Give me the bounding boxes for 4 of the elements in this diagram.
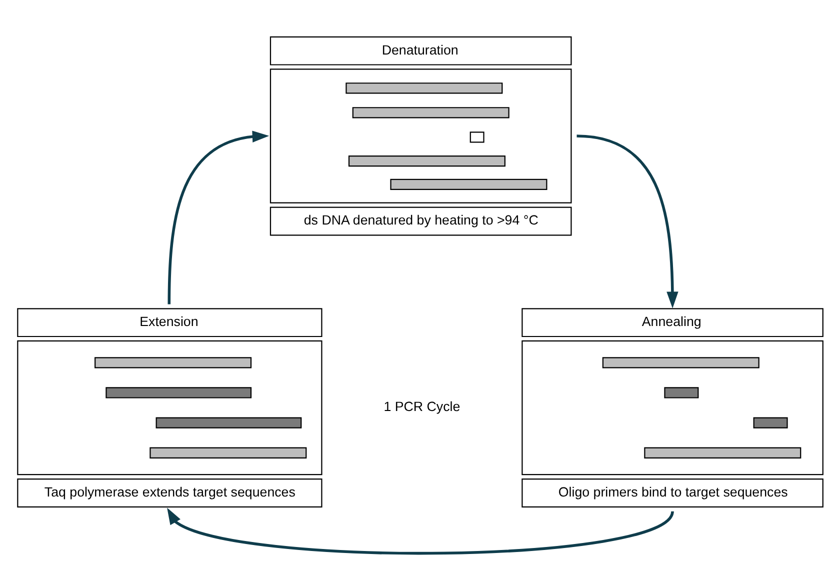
arrow (168, 130, 270, 304)
label: 1 PCR Cycle (384, 399, 460, 414)
arrow (167, 508, 674, 555)
arrow (576, 134, 678, 308)
